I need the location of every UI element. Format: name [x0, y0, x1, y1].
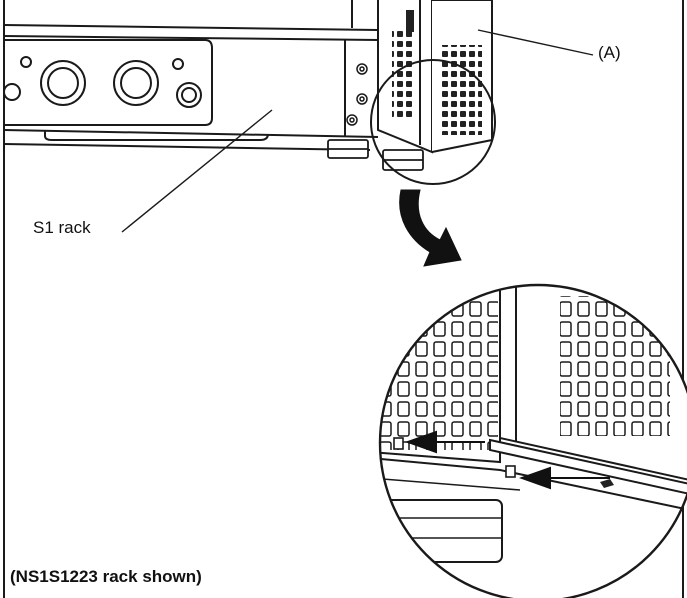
magnified-circle — [378, 283, 687, 598]
rack-panel-holes — [3, 56, 202, 108]
insertion-arrows — [405, 430, 610, 490]
zoom-arrow — [399, 189, 462, 267]
figure-caption: (NS1S1223 rack shown) — [10, 567, 202, 586]
rack-feet — [327, 139, 424, 171]
unit-a-plate — [377, 0, 493, 154]
leader-line-s1 — [121, 109, 273, 233]
rack-screws — [346, 63, 368, 126]
label-s1-rack: S1 rack — [33, 218, 91, 237]
leader-line-a — [477, 29, 594, 56]
detail-callout-circle — [370, 59, 496, 185]
label-part-a: (A) — [598, 43, 621, 62]
s1-rack-body — [3, 0, 393, 151]
